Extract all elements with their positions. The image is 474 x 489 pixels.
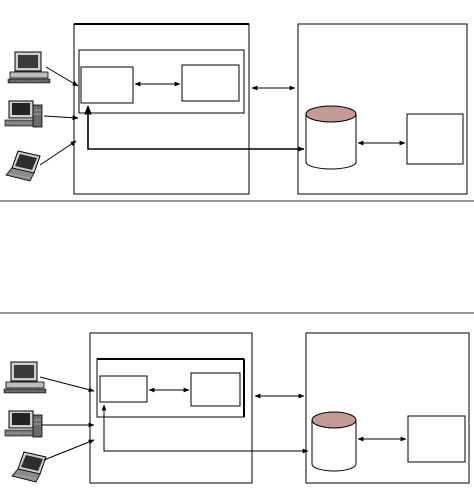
data-box (305, 332, 470, 484)
desktop-computer-icon (3, 361, 47, 394)
component-box-left (80, 66, 134, 104)
component-box-left (99, 375, 148, 403)
laptop-icon (5, 150, 41, 182)
component-box-right (190, 372, 241, 407)
component-box-right (181, 64, 240, 102)
bottom-panel (3, 332, 470, 484)
data-box (297, 23, 468, 195)
tower-computer-icon (4, 410, 43, 438)
database-cylinder-icon (311, 411, 357, 472)
client-link-laptop (43, 439, 95, 461)
client-link-laptop (39, 140, 77, 166)
client-link-tower (43, 115, 79, 121)
database-return-path (84, 105, 304, 150)
inner-container (78, 49, 245, 114)
external-box (407, 415, 466, 463)
database-cylinder-icon (305, 105, 357, 170)
client-link-desktop (39, 376, 95, 392)
laptop-icon (11, 451, 47, 483)
database-return-path (101, 404, 308, 452)
server-box (89, 332, 253, 484)
inner-container (96, 358, 245, 418)
top-panel (4, 23, 468, 195)
external-box (406, 113, 464, 165)
tower-computer-icon (4, 100, 43, 128)
client-link-desktop (45, 66, 79, 87)
desktop-computer-icon (7, 51, 51, 84)
